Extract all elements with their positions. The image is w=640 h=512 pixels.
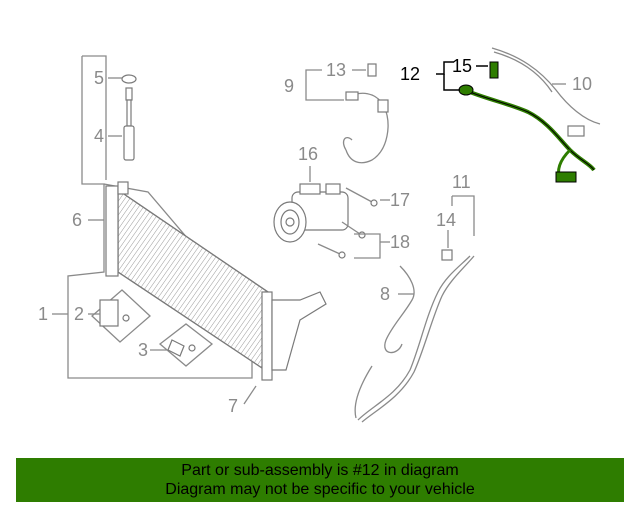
callout-leaders-dark <box>436 61 488 91</box>
condenser-assembly <box>105 181 327 381</box>
bracket-3 <box>167 339 185 357</box>
callout-1: 1 <box>38 304 48 324</box>
receiver-drier <box>121 74 137 161</box>
bracket-2 <box>99 299 119 327</box>
banner-line-1: Part or sub-assembly is #12 in diagram <box>181 462 459 479</box>
callout-13: 13 <box>326 60 346 80</box>
banner-line-2: Diagram may not be specific to your vehi… <box>165 481 475 498</box>
callout-8: 8 <box>380 284 390 304</box>
callout-12: 12 <box>400 64 420 84</box>
callout-4: 4 <box>94 126 104 146</box>
bolts-17 <box>345 187 378 207</box>
callout-14: 14 <box>436 210 456 230</box>
liquid-line-8 <box>354 255 475 423</box>
callout-7: 7 <box>228 396 238 416</box>
callout-11: 11 <box>452 172 471 192</box>
callout-leaders <box>52 69 566 405</box>
condenser-callout-box-upper <box>82 55 107 180</box>
callout-6: 6 <box>72 210 82 230</box>
parts-diagram: 1 2 3 4 5 6 7 8 9 10 11 12 13 14 15 16 1… <box>38 47 601 423</box>
callout-3: 3 <box>138 340 148 360</box>
suction-hose-9 <box>342 91 389 164</box>
callout-18: 18 <box>390 232 410 252</box>
callout-2: 2 <box>74 304 84 324</box>
callout-16: 16 <box>298 144 318 164</box>
callout-10: 10 <box>572 74 592 94</box>
part-info-banner: Part or sub-assembly is #12 in diagram D… <box>16 458 624 502</box>
callout-17: 17 <box>390 190 410 210</box>
hose-12-highlight <box>458 61 596 183</box>
bracket-box-3 <box>158 323 214 367</box>
line-10 <box>491 47 601 137</box>
bracket-box-2 <box>91 289 151 343</box>
callout-15: 15 <box>452 56 472 76</box>
fitting-14 <box>441 249 453 261</box>
callout-5: 5 <box>94 68 104 88</box>
compressor <box>273 183 349 243</box>
callout-9: 9 <box>284 76 294 96</box>
fitting-13 <box>367 63 377 77</box>
